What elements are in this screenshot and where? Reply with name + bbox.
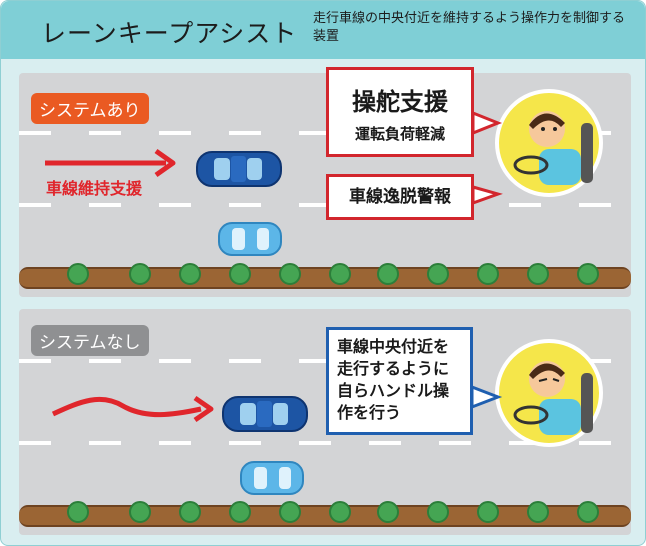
status-badge-with-system: システムあり: [31, 93, 149, 124]
hedge-bush-icon: [527, 263, 549, 285]
page-title: レーンキープアシスト: [41, 19, 298, 48]
car-icon: [240, 461, 304, 495]
car-icon: [222, 396, 308, 432]
lane-marking: [19, 203, 631, 207]
hedge-bush-icon: [329, 501, 351, 523]
hedge-bush-icon: [377, 263, 399, 285]
callout-pointer: [471, 185, 503, 206]
hedge-bush-icon: [477, 263, 499, 285]
status-badge-without-system: システムなし: [31, 325, 149, 356]
manual-steering-callout: 車線中央付近を走行するように自らハンドル操作を行う: [326, 327, 473, 435]
hedge-bush-icon: [427, 263, 449, 285]
driver-icon: [495, 339, 603, 447]
hedge-bush-icon: [229, 263, 251, 285]
hedge-bush-icon: [577, 501, 599, 523]
steering-assist-callout: 操舵支援 運転負荷軽減: [326, 67, 474, 157]
callout-pointer: [471, 110, 503, 136]
callout-pointer: [470, 384, 503, 410]
steering-assist-title: 操舵支援: [352, 88, 448, 116]
hedge-bush-icon: [427, 501, 449, 523]
hedge-bush-icon: [67, 263, 89, 285]
hedge-bush-icon: [279, 263, 301, 285]
hedge-row: [19, 263, 631, 289]
hedge-bush-icon: [527, 501, 549, 523]
lane-keeping-label: 車線維持支援: [46, 179, 143, 198]
arrow-icon: [51, 395, 214, 423]
lane-departure-warning-callout: 車線逸脱警報: [326, 174, 474, 220]
hedge-bush-icon: [229, 501, 251, 523]
page-subtitle: 走行車線の中央付近を維持するよう操作力を制御する装置: [313, 11, 626, 44]
car-icon: [218, 222, 282, 256]
lane-marking: [19, 359, 631, 363]
hedge-bush-icon: [129, 501, 151, 523]
car-icon: [196, 151, 282, 187]
driver-icon: [495, 89, 603, 197]
hedge-bush-icon: [179, 263, 201, 285]
hedge-bush-icon: [477, 501, 499, 523]
arrow-icon: [45, 148, 176, 178]
hedge-bush-icon: [377, 501, 399, 523]
hedge-bush-icon: [279, 501, 301, 523]
hedge-bush-icon: [577, 263, 599, 285]
lane-marking: [19, 131, 631, 135]
hedge-bush-icon: [329, 263, 351, 285]
hedge-bush-icon: [129, 263, 151, 285]
steering-assist-subtitle: 運転負荷軽減: [354, 125, 445, 143]
lane-marking: [19, 441, 631, 445]
hedge-bush-icon: [67, 501, 89, 523]
hedge-bush-icon: [179, 501, 201, 523]
header-bar: レーンキープアシスト 走行車線の中央付近を維持するよう操作力を制御する装置: [1, 1, 645, 59]
hedge-row: [19, 501, 631, 527]
